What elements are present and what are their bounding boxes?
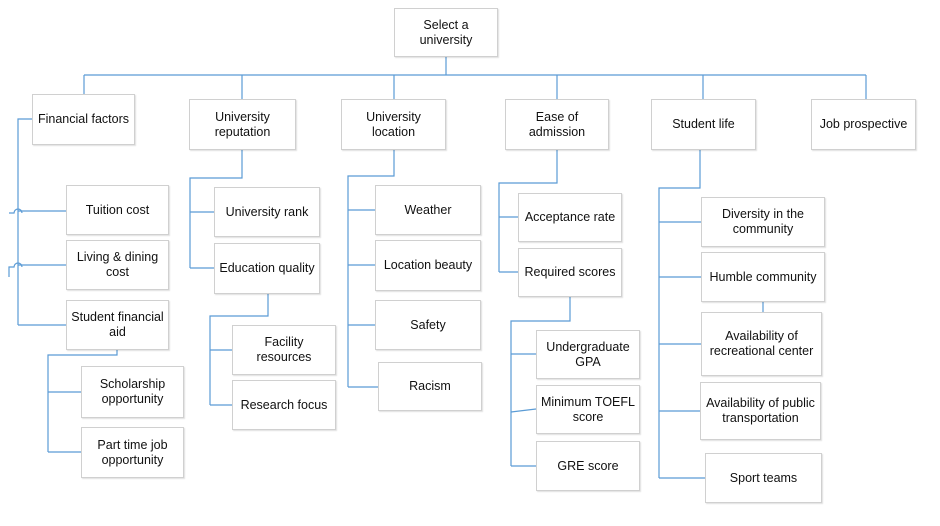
connector-line	[17, 118, 32, 325]
root-node: Select a university	[394, 8, 498, 57]
connector-line	[347, 150, 395, 387]
connector-line	[189, 150, 243, 268]
node-undergraduate-gpa: Undergraduate GPA	[536, 330, 640, 379]
connector-line	[8, 262, 23, 277]
connector-line	[9, 208, 23, 214]
node-weather: Weather	[375, 185, 481, 235]
node-tuition-cost: Tuition cost	[66, 185, 169, 235]
node-university-rank: University rank	[214, 187, 320, 237]
node-location-beauty: Location beauty	[375, 240, 481, 291]
node-part-time-job: Part time job opportunity	[81, 427, 184, 478]
node-student-life: Student life	[651, 99, 756, 150]
node-university-reputation: University reputation	[189, 99, 296, 150]
connector-line	[658, 150, 701, 478]
node-diversity: Diversity in the community	[701, 197, 825, 247]
connector-line	[510, 408, 537, 413]
node-university-location: University location	[341, 99, 446, 150]
node-public-transportation: Availability of public transportation	[700, 382, 821, 440]
node-education-quality: Education quality	[214, 243, 320, 294]
node-ease-of-admission: Ease of admission	[505, 99, 609, 150]
node-required-scores: Required scores	[518, 248, 622, 297]
node-student-financial-aid: Student financial aid	[66, 300, 169, 350]
node-facility-resources: Facility resources	[232, 325, 336, 375]
connector-line	[498, 150, 558, 272]
node-humble-community: Humble community	[701, 252, 825, 302]
connector-line	[510, 297, 571, 466]
node-acceptance-rate: Acceptance rate	[518, 193, 622, 242]
node-safety: Safety	[375, 300, 481, 350]
node-gre-score: GRE score	[536, 441, 640, 491]
node-living-dining-cost: Living & dining cost	[66, 240, 169, 290]
node-sport-teams: Sport teams	[705, 453, 822, 503]
connector-line	[47, 350, 118, 452]
node-financial-factors: Financial factors	[32, 94, 135, 145]
node-racism: Racism	[378, 362, 482, 411]
node-scholarship-opportunity: Scholarship opportunity	[81, 366, 184, 418]
node-research-focus: Research focus	[232, 380, 336, 430]
connector-line	[209, 294, 269, 405]
node-minimum-toefl: Minimum TOEFL score	[536, 385, 640, 434]
node-recreational-center: Availability of recreational center	[701, 312, 822, 376]
node-job-prospective: Job prospective	[811, 99, 916, 150]
